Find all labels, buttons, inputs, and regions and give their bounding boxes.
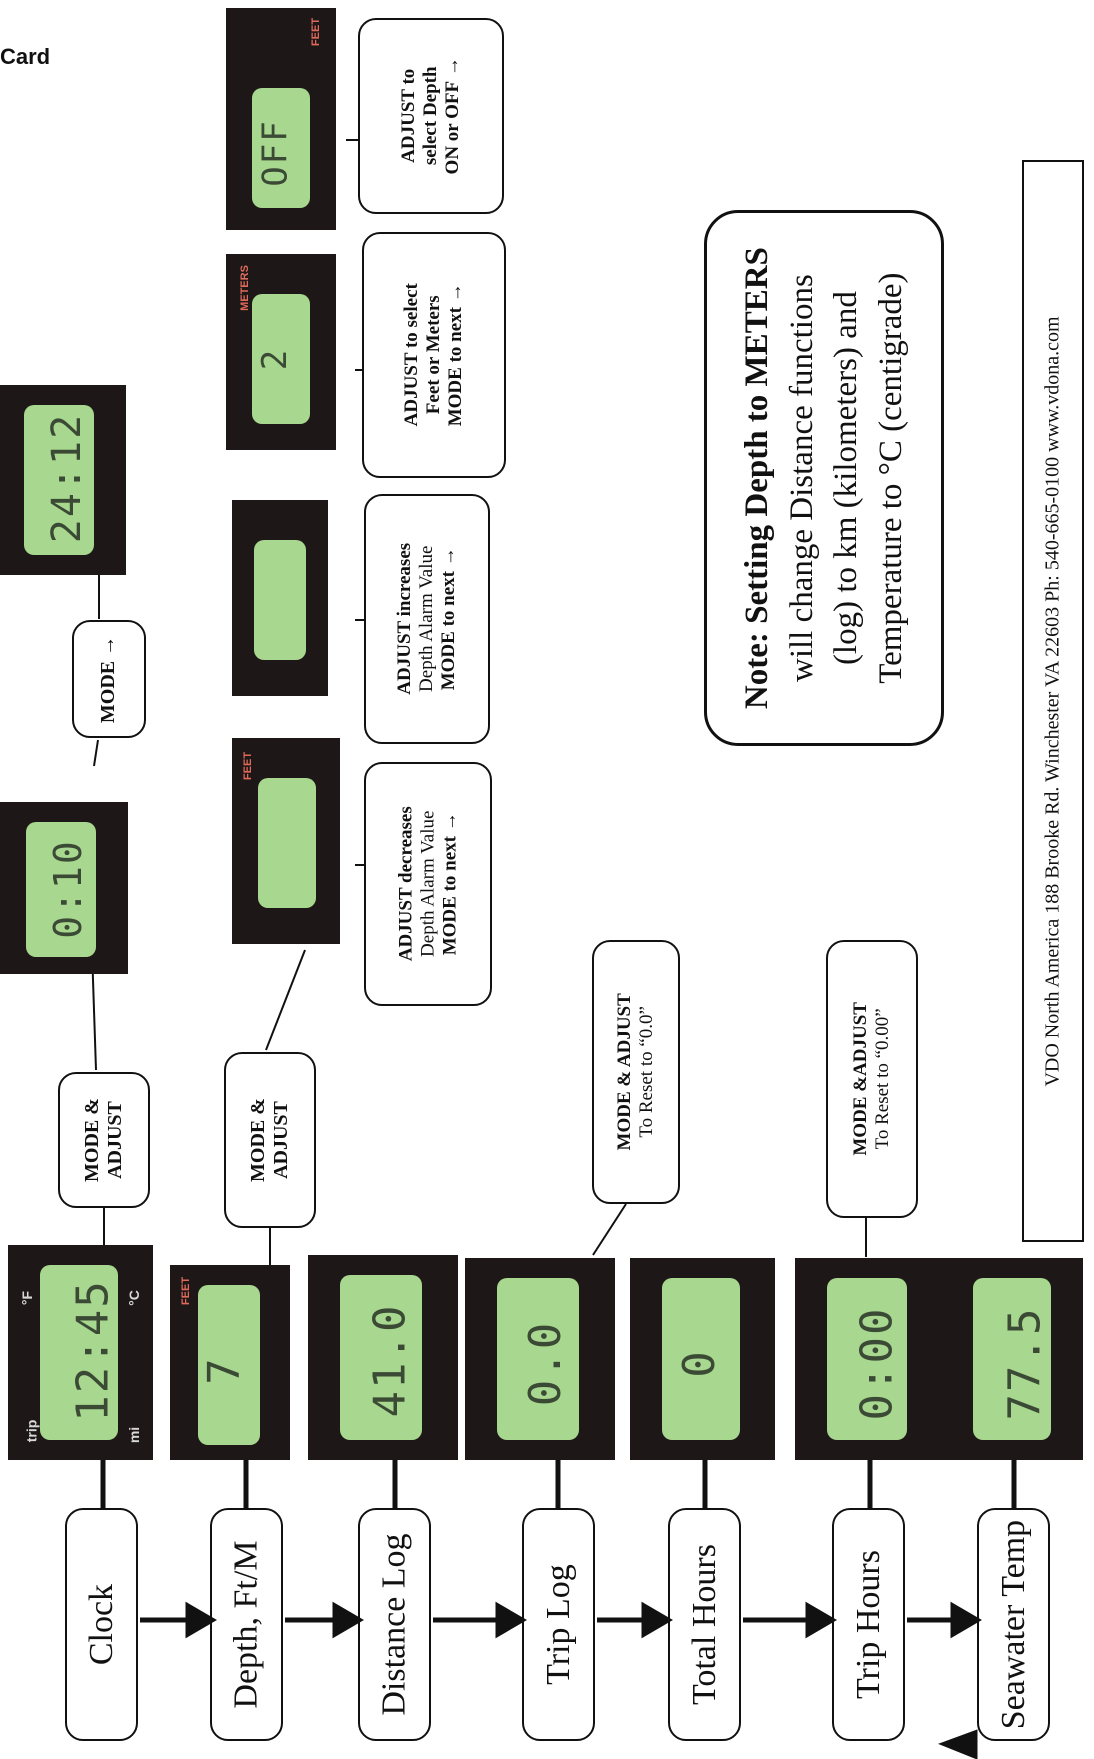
menu-box-distance-log: Distance Log	[358, 1508, 431, 1741]
action-adjust-decreases-line2: Depth Alarm Value	[417, 811, 438, 957]
lcd-depth-increase	[232, 500, 328, 696]
lcd-depth-onoff-unit: FEET	[310, 18, 322, 46]
note-line4: Temperature to °C (centigrade)	[873, 272, 909, 683]
menu-label-distance-log: Distance Log	[375, 1533, 414, 1715]
action-adjust-onoff: ADJUST to select Depth ON or OFF →	[358, 18, 504, 214]
action-adjust-units-text: ADJUST to select Feet or Meters MODE to …	[401, 283, 467, 426]
action-mode-next-text: MODE	[98, 660, 120, 722]
lcd-clock-set-2-value: 24:12	[44, 413, 90, 543]
lcd-clock-set-1: 0:10	[0, 802, 128, 974]
lcd-depth-units-value: 2	[255, 348, 295, 370]
lcd-distance-log: 41.0	[308, 1255, 458, 1460]
lcd-depth-onoff: OFF FEET	[226, 8, 336, 230]
footer-text: VDO North America 188 Brooke Rd. Winches…	[1042, 316, 1065, 1086]
action-adjust-units-line3: MODE to next	[445, 307, 466, 426]
action-trip-reset-line1: MODE & ADJUST	[614, 993, 635, 1150]
action-adjust-increases-text: ADJUST increases Depth Alarm Value MODE …	[394, 543, 460, 695]
action-adjust-decreases-line1: ADJUST decreases	[395, 807, 416, 962]
note-line3: (log) to km (kilometers) and	[828, 291, 864, 665]
note-line1: Note: Setting Depth to METERS	[739, 247, 775, 709]
action-adjust-onoff-text: ADJUST to select Depth ON or OFF →	[398, 57, 464, 174]
action-mode-next-label: MODE →	[98, 635, 121, 722]
action-mode-next: MODE →	[72, 620, 146, 738]
menu-label-total-hours: Total Hours	[685, 1544, 724, 1705]
lcd-trip-log: 0.0	[465, 1258, 615, 1460]
lcd-depth-onoff-value: OFF	[256, 119, 296, 186]
menu-label-clock: Clock	[82, 1584, 121, 1665]
note-text: Note: Setting Depth to METERS will chang…	[735, 247, 913, 709]
lcd-distance-value: 41.0	[364, 1304, 415, 1418]
action-trip-hours-reset-line1: MODE &ADJUST	[850, 1002, 871, 1156]
lcd-depth-decrease: FEET	[232, 738, 340, 944]
lcd-label-c: °C	[126, 1290, 142, 1306]
action-adjust-onoff-line1: ADJUST to	[398, 69, 419, 163]
lcd-depth-units-unit: METERS	[239, 265, 251, 311]
menu-label-depth: Depth, Ft/M	[227, 1540, 266, 1708]
lcd-clock-set-1-value: 0:10	[46, 839, 90, 939]
action-clock-mode-adjust: MODE & ADJUST	[58, 1072, 150, 1208]
lcd-clock-value: 12:45	[68, 1279, 119, 1421]
lcd-depth-value: 7	[199, 1356, 250, 1385]
menu-box-seawater-temp: Seawater Temp	[977, 1508, 1050, 1741]
lcd-clock: 12:45 trip °F mi °C	[8, 1245, 153, 1460]
note-line2: will change Distance functions	[783, 274, 819, 682]
arrow-head	[188, 1606, 212, 1634]
action-trip-hours-reset-text: MODE &ADJUST To Reset to “0.00”	[850, 1002, 894, 1156]
note-box: Note: Setting Depth to METERS will chang…	[704, 210, 944, 746]
action-adjust-increases-line1: ADJUST increases	[394, 543, 415, 695]
lcd-total-hours: 0	[630, 1258, 775, 1460]
action-depth-mode-adjust-label: MODE & ADJUST	[247, 1098, 293, 1182]
action-trip-reset: MODE & ADJUST To Reset to “0.0”	[592, 940, 680, 1204]
corner-text: Card	[0, 44, 50, 70]
action-adjust-increases: ADJUST increases Depth Alarm Value MODE …	[364, 494, 490, 744]
action-adjust-increases-line2: Depth Alarm Value	[416, 546, 437, 692]
action-trip-reset-line2: To Reset to “0.0”	[636, 1006, 657, 1138]
lcd-depth: 7 FEET	[170, 1265, 290, 1460]
menu-box-depth: Depth, Ft/M	[210, 1508, 283, 1741]
action-adjust-increases-line3: MODE to next	[438, 571, 459, 690]
lcd-depth-units: 2 METERS	[226, 254, 336, 450]
lcd-depth-unit: FEET	[180, 1277, 192, 1305]
action-adjust-decreases-text: ADJUST decreases Depth Alarm Value MODE …	[395, 807, 461, 962]
menu-box-trip-log: Trip Log	[522, 1508, 595, 1741]
footer-bar: VDO North America 188 Brooke Rd. Winches…	[1022, 160, 1084, 1242]
lcd-total-hours-value: 0	[674, 1349, 725, 1378]
menu-label-trip-log: Trip Log	[539, 1564, 578, 1685]
menu-label-seawater-temp: Seawater Temp	[994, 1520, 1033, 1729]
action-adjust-units: ADJUST to select Feet or Meters MODE to …	[362, 232, 506, 478]
lcd-label-f: °F	[19, 1291, 35, 1305]
action-adjust-onoff-line3: ON or OFF	[442, 81, 463, 175]
action-adjust-units-line1: ADJUST to select	[401, 283, 422, 426]
lcd-label-trip: trip	[23, 1420, 39, 1443]
action-adjust-units-line2: Feet or Meters	[423, 296, 444, 415]
lcd-seawater-value: 77.5	[999, 1307, 1050, 1421]
menu-box-total-hours: Total Hours	[668, 1508, 741, 1741]
action-adjust-decreases: ADJUST decreases Depth Alarm Value MODE …	[364, 762, 492, 1006]
lcd-depth-decrease-unit: FEET	[242, 752, 254, 780]
action-trip-reset-text: MODE & ADJUST To Reset to “0.0”	[614, 993, 658, 1150]
action-trip-hours-reset: MODE &ADJUST To Reset to “0.00”	[826, 940, 918, 1218]
menu-box-clock: Clock	[65, 1508, 138, 1741]
menu-box-trip-hours: Trip Hours	[832, 1508, 905, 1741]
menu-label-trip-hours: Trip Hours	[849, 1550, 888, 1699]
action-depth-mode-adjust: MODE & ADJUST	[224, 1052, 316, 1228]
lcd-trip-log-value: 0.0	[520, 1321, 571, 1406]
lcd-trip-hours: 0:00	[795, 1258, 943, 1460]
action-adjust-decreases-line3: MODE to next	[439, 836, 460, 955]
lcd-label-mi: mi	[126, 1427, 142, 1443]
lcd-seawater-temp: 77.5	[943, 1258, 1083, 1460]
action-trip-hours-reset-line2: To Reset to “0.00”	[872, 1008, 893, 1149]
lcd-clock-set-2: 24:12	[0, 385, 126, 575]
lcd-trip-hours-value: 0:00	[851, 1307, 902, 1421]
action-clock-mode-adjust-label: MODE & ADJUST	[81, 1098, 127, 1182]
action-adjust-onoff-line2: select Depth	[420, 67, 441, 166]
